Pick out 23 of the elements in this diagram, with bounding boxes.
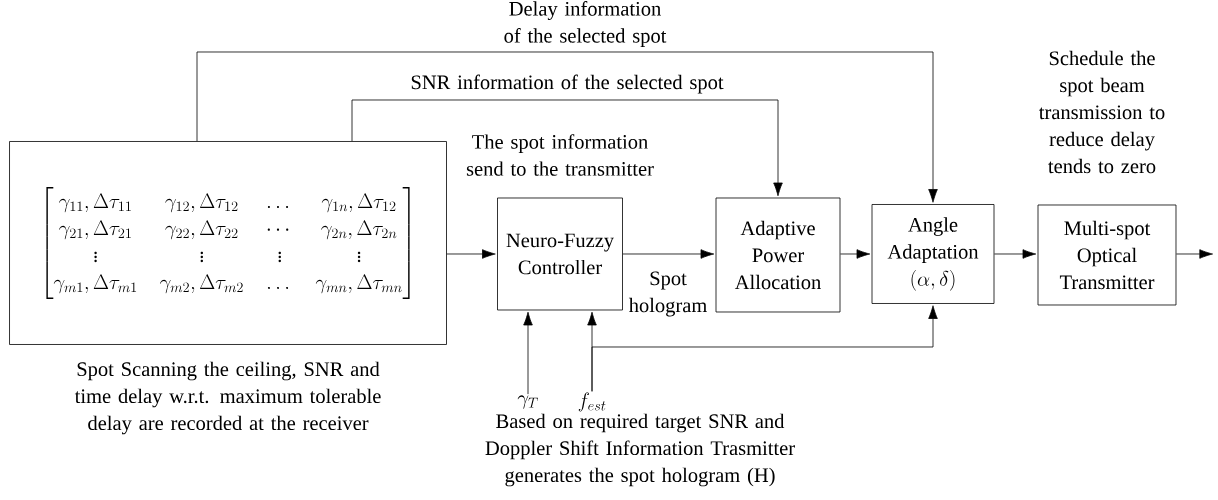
edge-label: Delay information of the selected spot xyxy=(504,1,667,47)
process-box: Multi-spot Optical Transmitter xyxy=(1037,204,1177,306)
matrix-box: $\begin{bmatrix} \gamma_{11},\Delta\tau_{11} & \gamma_{12},\Delta\tau_{12} & \dots & \gamma_{1n},\Delta\tau_{12} \\ \gamma_{21},\Delta\tau_{21} & \gamma_{22},\Delta\tau_{22} & \cdots & \gamma_{2n},\Delta\tau_{2n} \\ \vdots & \vdots & \vdots & \vdots \\ \gamma_{m1},\Delta\tau_{m1} & \gamma_{m2},\Delta\tau_{m2} & \dots & \gamma_{mn},\Delta\tau_{mn} \end{bmatrix}$ xyxy=(9,141,447,345)
process-box: Angle Adaptation $(\alpha,\delta)$ xyxy=(871,204,995,304)
input-symbol: $\gamma_T$ xyxy=(517,395,538,409)
arrow xyxy=(446,249,496,259)
caption-text: Schedule the spot beam transmission to reduce delay tends to zero xyxy=(1039,50,1165,174)
edge-label: The spot information send to the transmitter xyxy=(466,134,654,176)
arrow xyxy=(591,305,938,392)
edge-label: Spot hologram xyxy=(628,271,707,317)
arrow xyxy=(351,99,783,197)
caption-text: Spot Scanning the ceiling, SNR and time delay w.r.t. maximum tolerable delay are recorded at the receiver xyxy=(74,361,381,435)
edge-label: SNR information of the selected spot xyxy=(411,74,724,94)
arrow xyxy=(523,311,533,395)
process-box: Neuro-Fuzzy Controller xyxy=(497,197,623,311)
process-box: Adaptive Power Allocation xyxy=(715,197,841,313)
arrow xyxy=(622,249,715,259)
arrow xyxy=(840,249,871,259)
arrow xyxy=(994,249,1037,259)
arrow xyxy=(1176,249,1213,259)
arrow xyxy=(196,51,938,203)
input-symbol: $f_{est}$ xyxy=(578,392,606,412)
note-text: Based on required target SNR and Doppler Shift Information Trasmitter generates the spot hologram (H) xyxy=(485,413,795,487)
